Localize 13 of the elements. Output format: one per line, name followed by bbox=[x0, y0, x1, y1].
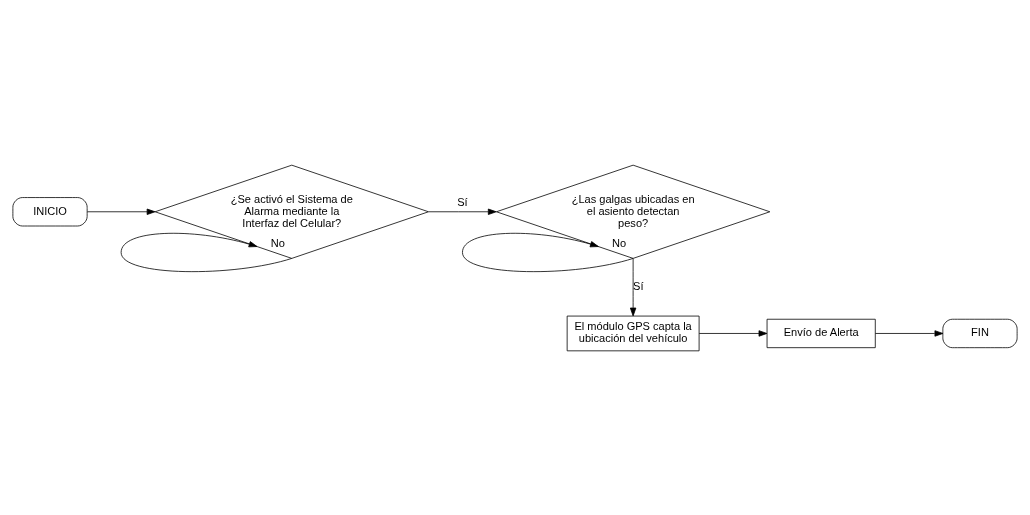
node-box: Envío de Alerta bbox=[766, 318, 876, 348]
node-box: INICIO bbox=[12, 196, 88, 226]
edge-label: Sí bbox=[633, 279, 644, 292]
arrow bbox=[86, 208, 156, 215]
edge-label: No bbox=[270, 236, 285, 249]
edge-label: No bbox=[612, 236, 627, 249]
arrow bbox=[428, 208, 497, 215]
arrow bbox=[875, 329, 944, 337]
node-box: El módulo GPS capta la ubicación del vehículo bbox=[566, 315, 700, 351]
node-box: FIN bbox=[942, 318, 1018, 348]
arrow bbox=[629, 257, 637, 316]
edge-label: Sí bbox=[457, 195, 468, 208]
arrow bbox=[698, 329, 768, 337]
